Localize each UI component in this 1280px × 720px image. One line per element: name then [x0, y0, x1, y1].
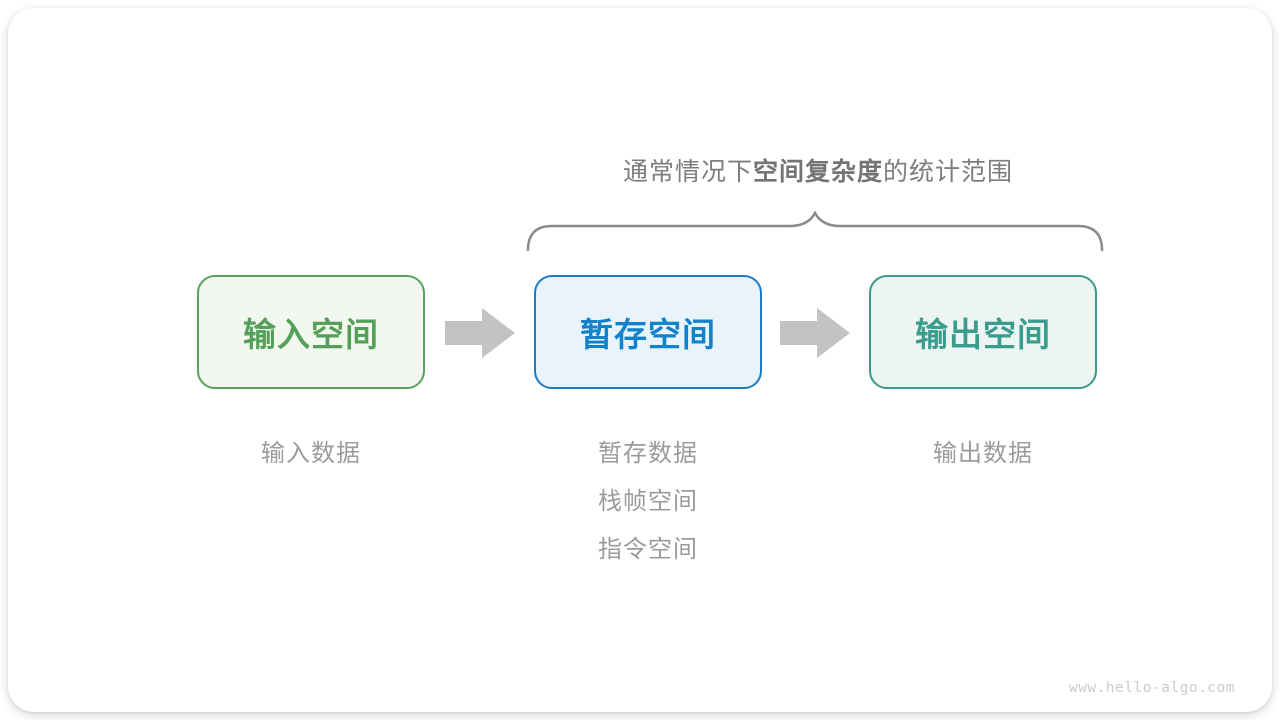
box-input-space: 输入空间: [197, 275, 425, 389]
box-input-space-label: 输入空间: [243, 316, 379, 353]
box-temporary-space-label: 暂存空间: [580, 316, 716, 353]
title-suffix: 的统计范围: [883, 158, 1014, 186]
over-brace-path: [526, 211, 1104, 252]
title-prefix: 通常情况下: [622, 158, 753, 186]
watermark-url: www.hello-algo.com: [1068, 680, 1235, 696]
diagram-card: 通常情况下空间复杂度的统计范围 输入空间 暂存空间 输出空间 输入数据 暂存数据…: [8, 8, 1272, 712]
title-bold-term: 空间复杂度: [752, 158, 883, 186]
box-output-space-label: 输出空间: [915, 316, 1051, 353]
sublabel-input-data: 输入数据: [261, 440, 361, 467]
sublabel-instruction-space: 指令空间: [598, 536, 698, 563]
box-output-space: 输出空间: [869, 275, 1097, 389]
over-brace: [526, 211, 1104, 252]
sublabel-temp-data: 暂存数据: [598, 440, 698, 467]
box-temporary-space: 暂存空间: [534, 275, 762, 389]
diagram-title: 通常情况下空间复杂度的统计范围: [448, 152, 1188, 188]
arrow-right-shape: [445, 308, 515, 358]
arrow-right-icon: [780, 308, 850, 358]
arrow-right-icon: [445, 308, 515, 358]
sublabel-output-data: 输出数据: [933, 440, 1033, 467]
arrow-right-shape: [780, 308, 850, 358]
sublabel-stack-frame-space: 栈帧空间: [598, 488, 698, 515]
